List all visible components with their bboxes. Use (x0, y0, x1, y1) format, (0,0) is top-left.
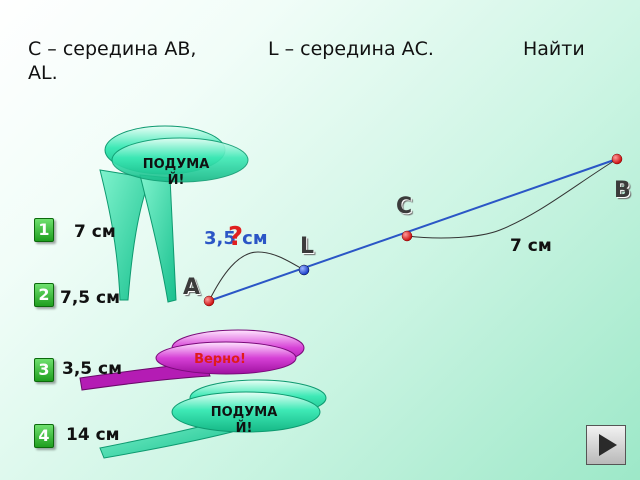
option-2-text[interactable]: 7,5 см (60, 288, 121, 308)
arc-lc (406, 158, 618, 239)
point-l-label: L (300, 234, 315, 259)
think-callout-top-line2: Й! (167, 173, 185, 188)
option-1-number[interactable]: 1 (34, 218, 54, 242)
option-1-text[interactable]: 7 см (74, 222, 116, 242)
correct-callout-text: Верно! (194, 352, 246, 367)
problem-text-part4: AL. (28, 62, 58, 84)
think-callout-top-shape (99, 125, 249, 303)
option-3-text[interactable]: 3,5 см (62, 359, 123, 379)
play-right-icon (599, 434, 617, 456)
think-callout-top-text: ПОДУМА Й! (128, 157, 224, 189)
problem-text-part1: С – середина АВ, (28, 38, 197, 60)
point-c-label: C (396, 194, 413, 219)
option-2-number[interactable]: 2 (34, 283, 54, 307)
point-c-dot (401, 230, 413, 242)
lc-value-label: 7 см (510, 236, 552, 256)
think-callout-bottom-text: ПОДУМА Й! (196, 405, 292, 437)
arc-al (208, 251, 305, 302)
point-a-dot (203, 295, 215, 307)
point-l-dot (298, 264, 310, 276)
question-mark: ? (228, 222, 244, 252)
problem-text-part2: L – середина АС. (268, 38, 434, 60)
think-callout-top-line1: ПОДУМА (142, 157, 210, 172)
problem-text-part3: Найти (523, 38, 585, 60)
think-callout-bottom-line1: ПОДУМА (210, 405, 278, 420)
option-4-number[interactable]: 4 (34, 424, 54, 448)
next-slide-button[interactable] (586, 425, 626, 465)
segment-ab (208, 158, 618, 302)
point-a-label: A (183, 275, 201, 300)
option-3-number[interactable]: 3 (34, 358, 54, 382)
point-b-dot (611, 153, 623, 165)
option-4-text[interactable]: 14 см (66, 425, 120, 445)
think-callout-bottom-line2: Й! (235, 421, 253, 436)
correct-callout-shape (79, 329, 305, 391)
think-callout-bottom-shape (99, 379, 327, 459)
point-b-label: B (614, 178, 631, 203)
al-value-label: 3,5 см (204, 228, 268, 249)
